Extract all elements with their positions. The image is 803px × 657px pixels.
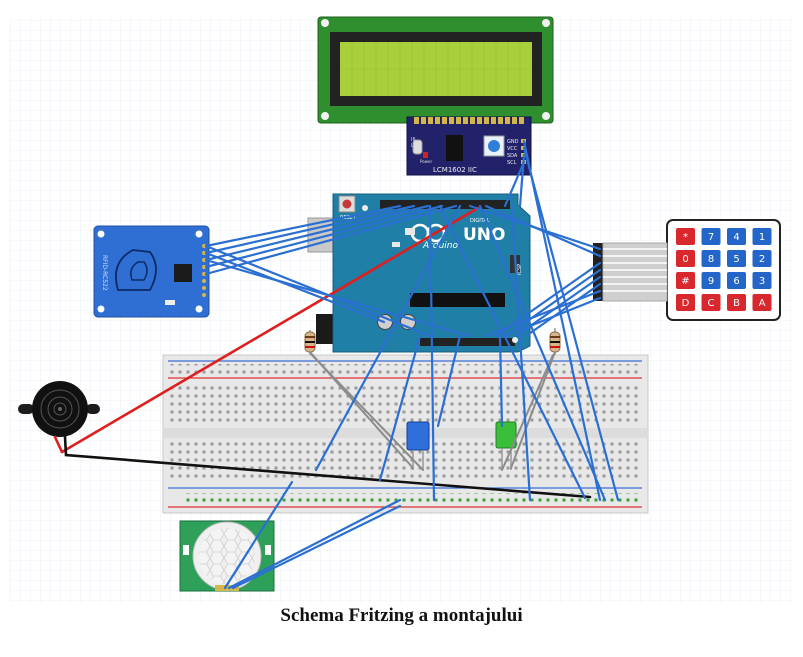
microcontroller-chip xyxy=(410,293,505,307)
keypad-key-label: 4 xyxy=(733,232,739,243)
keypad-key-label: 9 xyxy=(708,276,714,287)
digital-label: DIGITAL xyxy=(470,218,490,224)
rfid-reader[interactable]: RFID-RC522 xyxy=(93,225,210,318)
keypad-key-label: 3 xyxy=(759,276,765,287)
keypad-key[interactable]: D xyxy=(676,294,695,311)
lcd-label-power: Power xyxy=(420,159,432,164)
uno-label: UNO xyxy=(463,225,505,245)
keypad-key-label: 6 xyxy=(733,276,739,287)
rfid-label: RFID-RC522 xyxy=(101,255,108,291)
keypad-key[interactable]: B xyxy=(727,294,746,311)
keypad-key[interactable]: C xyxy=(701,294,721,311)
keypad[interactable]: * 7 4 1 0 8 5 2 #9 6 3D C B A xyxy=(593,219,781,321)
keypad-key-label: C xyxy=(708,298,715,309)
lcd-pin-scl: SCL xyxy=(507,160,517,166)
keypad-keys: * 7 4 1 0 8 5 2 #9 6 3D C B A xyxy=(676,228,772,311)
keypad-key[interactable]: * xyxy=(676,228,695,245)
keypad-key-label: 5 xyxy=(733,254,739,265)
wire-gray-2 xyxy=(311,354,424,471)
icsp-label: ICSP xyxy=(517,264,523,275)
keypad-key[interactable]: 6 xyxy=(727,272,746,289)
wire-blue-group xyxy=(204,139,620,590)
pir-sensor[interactable] xyxy=(179,520,275,592)
wire-gray-4 xyxy=(501,354,554,471)
keypad-key-label: 0 xyxy=(682,254,688,265)
keypad-key-label: 2 xyxy=(759,254,765,265)
keypad-key[interactable]: 2 xyxy=(752,250,772,267)
keypad-key-label: * xyxy=(683,232,688,243)
keypad-key[interactable]: # xyxy=(676,272,695,289)
keypad-key[interactable]: 0 xyxy=(676,250,695,267)
keypad-key[interactable]: 3 xyxy=(752,272,772,289)
lcd-module-label: LCM1602 IIC xyxy=(433,166,477,174)
buzzer[interactable] xyxy=(18,381,100,437)
keypad-key[interactable]: 5 xyxy=(727,250,746,267)
led-green[interactable] xyxy=(495,421,517,470)
wire-black-buzzer xyxy=(63,435,592,499)
keypad-key-label: 8 xyxy=(708,254,714,265)
lcd-pin-gnd: GND xyxy=(507,139,519,145)
lcd-pin-vcc: VCC xyxy=(507,146,518,152)
keypad-key-label: 1 xyxy=(759,232,765,243)
breadboard[interactable] xyxy=(162,354,649,514)
keypad-key-label: A xyxy=(759,298,766,309)
keypad-key-label: D xyxy=(682,298,690,309)
resistor-left[interactable] xyxy=(304,330,316,355)
keypad-key-label: B xyxy=(733,298,740,309)
keypad-key[interactable]: 9 xyxy=(701,272,721,289)
keypad-key[interactable]: 4 xyxy=(727,228,746,245)
lcd-display[interactable] xyxy=(317,16,554,124)
keypad-key-label: # xyxy=(681,276,689,287)
lcd-label-led: LED xyxy=(411,143,421,149)
lcd-pin-sda: SDA xyxy=(507,153,518,159)
lcd-label-i6: I6 xyxy=(411,137,416,143)
diagram-caption: Schema Fritzing a montajului xyxy=(280,605,523,626)
reset-label: RESET xyxy=(340,215,357,221)
keypad-key[interactable]: 1 xyxy=(752,228,772,245)
keypad-key[interactable]: 7 xyxy=(701,228,721,245)
arduino-brand: Arduino xyxy=(422,241,458,251)
wire-red-buzzer xyxy=(60,206,480,454)
wire-gray-3 xyxy=(510,351,556,469)
keypad-key[interactable]: 8 xyxy=(701,250,721,267)
wires xyxy=(53,139,620,590)
keypad-key-label: 7 xyxy=(708,232,714,243)
lcd-i2c-module[interactable]: I6 LED Power LCM1602 IIC GND VCC SDA SCL xyxy=(406,116,532,176)
keypad-key[interactable]: A xyxy=(752,294,772,311)
resistor-right[interactable] xyxy=(549,328,561,355)
